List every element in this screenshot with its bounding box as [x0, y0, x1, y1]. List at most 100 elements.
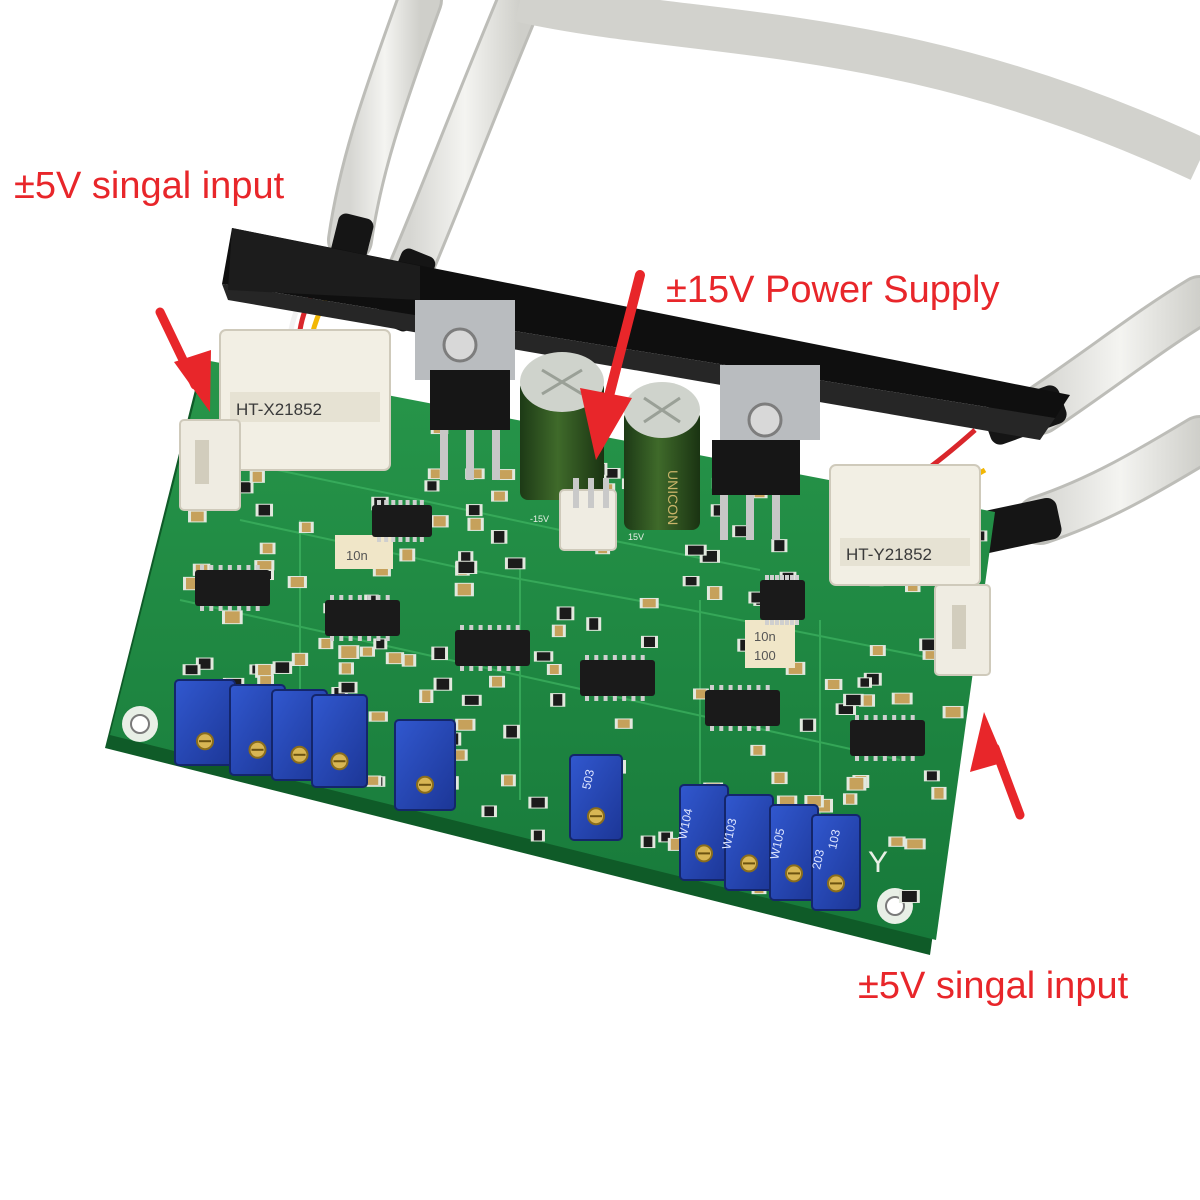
smd-part [685, 576, 697, 586]
smd-part [427, 481, 437, 491]
smd-part [461, 552, 471, 564]
smd-part [402, 549, 413, 561]
smd-part [945, 706, 961, 718]
smd-part [554, 625, 563, 637]
smd-part [499, 470, 513, 480]
smd-part [670, 838, 681, 850]
smd-part [362, 647, 373, 656]
trimmer-label-d: W103 [719, 817, 739, 851]
trimmer-label-a: 203 [809, 848, 827, 871]
smd-part [198, 658, 211, 669]
trimmer-pot [569, 754, 623, 841]
smd-part [661, 832, 671, 842]
smd-part [536, 652, 551, 661]
trimmer-potentiometers [174, 679, 861, 911]
smd-part [507, 558, 523, 569]
smd-part [422, 690, 431, 703]
smd-part [846, 694, 861, 706]
smd-part [713, 505, 722, 516]
trimmer-pot [311, 694, 368, 788]
smd-part [294, 653, 306, 665]
smd-part [891, 837, 903, 846]
smd-part [533, 830, 542, 841]
smd-part [774, 540, 785, 552]
smd-part [436, 678, 450, 690]
smd-part [802, 719, 814, 731]
smd-part [371, 712, 385, 721]
trimmer-pot [174, 679, 236, 766]
smd-part [468, 469, 482, 479]
op-amp-chip [372, 500, 432, 542]
smd-part [458, 719, 473, 730]
smd-part [258, 504, 271, 516]
smd-part [788, 662, 803, 674]
smd-part [735, 526, 750, 537]
power-supply-label: ±15V Power Supply [666, 269, 1000, 311]
signal-input-label-top-left: ±5V singal input [14, 165, 285, 207]
trimmer-label-f: 103 [825, 828, 843, 851]
smd-part [493, 531, 505, 543]
arrow-top-left [155, 307, 211, 412]
smd-part [257, 561, 272, 570]
smd-part [907, 839, 923, 849]
smd-part [687, 545, 704, 555]
connector-y-housing [829, 464, 981, 586]
smd-part [341, 663, 351, 674]
trimmer-pot [679, 784, 729, 881]
op-amp-chip [455, 625, 530, 671]
trimmer-pot [394, 719, 456, 811]
smd-part [458, 561, 475, 574]
smd-part [492, 676, 503, 687]
signal-input-label-bottom-right: ±5V singal input [858, 965, 1129, 1007]
smd-part [341, 646, 357, 658]
smd-part [434, 647, 446, 660]
trimmer-label-e: W105 [767, 827, 787, 861]
smd-part [872, 646, 883, 656]
smd-part [191, 511, 204, 522]
smd-part [321, 638, 331, 649]
smd-part [388, 653, 402, 664]
op-amp-chip [195, 565, 270, 611]
smd-part [589, 618, 599, 630]
smd-part [506, 725, 517, 738]
connector-y-label: HT-Y21852 [846, 545, 932, 564]
smd-part [845, 794, 855, 804]
smd-part [375, 566, 388, 576]
film-cap-right-label-top: 10n [754, 629, 776, 644]
smd-part [224, 611, 240, 624]
smd-part [753, 745, 763, 755]
connector-x-label: HT-X21852 [236, 400, 322, 419]
op-amp-chip [760, 575, 805, 625]
op-amp-chip [705, 685, 780, 731]
op-amp-chip [325, 595, 400, 641]
smd-part [549, 664, 559, 674]
smd-part [709, 587, 720, 600]
smd-part [860, 678, 869, 687]
smd-part [433, 516, 446, 527]
smd-part [807, 796, 821, 807]
film-cap-right-label-bottom: 100 [754, 648, 776, 663]
smd-part [341, 682, 355, 693]
smd-part [503, 775, 513, 786]
neg-supply-label: -15V [530, 514, 549, 524]
smd-part [334, 688, 345, 700]
trimmer-pot [811, 814, 861, 911]
smd-part [751, 592, 768, 603]
smd-part [238, 482, 251, 493]
smd-part [404, 655, 414, 666]
smd-part [531, 797, 545, 808]
smd-part [376, 639, 385, 649]
smd-part [455, 750, 465, 760]
smd-part [866, 673, 879, 685]
smd-part [606, 468, 618, 478]
smd-part [367, 595, 376, 605]
smd-part [186, 577, 201, 590]
op-amp-chips [195, 500, 925, 761]
smd-part [702, 550, 717, 562]
smd-part [926, 771, 937, 781]
y-axis-silkscreen: Y [868, 846, 888, 879]
smd-part [894, 693, 910, 704]
connectors: HT-X21852 -15V 15V HT-Y21852 [179, 329, 991, 676]
smd-part [922, 639, 938, 651]
